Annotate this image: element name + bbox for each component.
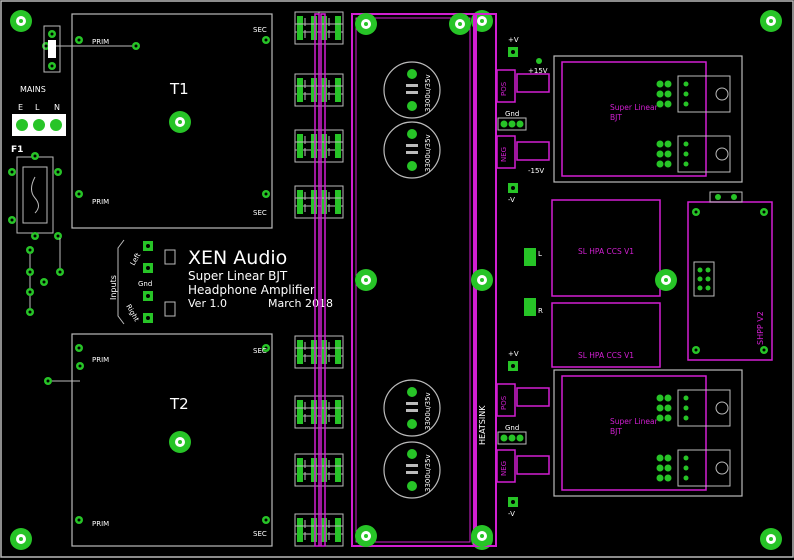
board-title-block: XEN Audio Super Linear BJT Headphone Amp… (188, 247, 333, 310)
t2-label: T2 (169, 395, 189, 413)
input-right-label: Right (124, 303, 140, 323)
t2-sec-top-label: SEC (253, 347, 267, 355)
mains-pin-n: N (54, 103, 60, 112)
capacitor-bank: 3300u/35v 3300u/35v 3300u/35v 3300u/35v (351, 13, 475, 547)
t1-label: T1 (169, 80, 189, 98)
ccs-module-1: SL HPA CCS V1 (551, 199, 661, 297)
t2-sec-bottom-label: SEC (253, 530, 267, 538)
super-linear-label: Super Linear (610, 103, 659, 112)
reg-neg-label: NEG (500, 147, 508, 162)
input-left-label: Left (129, 251, 143, 267)
board-line2: Headphone Amplifier (188, 283, 315, 297)
heatsink: HEATSINK (471, 13, 497, 547)
capacitor-value-label: 3300u/35v (424, 74, 432, 112)
mount-hole-bl (10, 528, 32, 550)
electrolytic-capacitor: 3300u/35v (383, 121, 441, 179)
ccs-module-2: SL HPA CCS V1 (551, 302, 661, 368)
input-connector: Inputs Left Gnd Right (109, 239, 176, 325)
mount-hole-tr (760, 10, 782, 32)
heatsink-label: HEATSINK (478, 405, 487, 445)
t1-sec-top-label: SEC (253, 26, 267, 34)
capacitor-value-label: 3300u/35v (424, 392, 432, 430)
electrolytic-capacitor: 3300u/35v (383, 379, 441, 437)
mount-hole-tl (10, 10, 32, 32)
shpp-module: SHPP V2 (687, 191, 773, 361)
transformer-t1: PRIM PRIM SEC SEC T1 (42, 13, 273, 229)
ccs-2-label: SL HPA CCS V1 (578, 351, 634, 360)
transformer-t2: PRIM PRIM SEC SEC T2 (44, 333, 273, 547)
mount-hole-br (760, 528, 782, 550)
t2-prim-top-label: PRIM (92, 356, 109, 364)
electrolytic-capacitor: 3300u/35v (383, 441, 441, 499)
super-linear-bjt-label: BJT (610, 113, 622, 122)
mains-pin-l: L (35, 103, 40, 112)
reg-neg-label: NEG (500, 461, 508, 476)
pad-l-label: L (538, 250, 542, 258)
mains-connector: MAINS E L N F1 (8, 25, 66, 316)
reg-vminus-label: -V (508, 196, 515, 204)
t1-prim-bottom-label: PRIM (92, 198, 109, 206)
input-gnd-label: Gnd (138, 280, 152, 288)
ccs-1-label: SL HPA CCS V1 (578, 247, 634, 256)
capacitor-value-label: 3300u/35v (424, 134, 432, 172)
board-title: XEN Audio (188, 247, 287, 269)
v15-neg-label: -15V (528, 167, 544, 175)
rail-right (320, 13, 326, 547)
t1-prim-top-label: PRIM (92, 38, 109, 46)
mains-pin-e: E (18, 103, 23, 112)
reg-pos-label: POS (500, 395, 508, 410)
t2-prim-bottom-label: PRIM (92, 520, 109, 528)
fuse-label: F1 (11, 145, 23, 155)
board-version: Ver 1.0 (188, 297, 227, 310)
mains-label: MAINS (20, 85, 46, 94)
mount-hole-center-right (655, 269, 677, 291)
reg-gnd-label: Gnd (505, 110, 519, 118)
electrolytic-capacitor: 3300u/35v (383, 61, 441, 119)
reg-pos-label: POS (500, 81, 508, 96)
pad-r-label: R (538, 307, 543, 315)
board-date: March 2018 (268, 297, 333, 310)
capacitor-value-label: 3300u/35v (424, 454, 432, 492)
reg-vplus-label: +V (508, 350, 519, 358)
reg-gnd-label: Gnd (505, 424, 519, 432)
reg-vplus-label: +V (508, 36, 519, 44)
t1-sec-bottom-label: SEC (253, 209, 267, 217)
rail-left (314, 13, 320, 547)
super-linear-bjt-label: BJT (610, 427, 622, 436)
v15-pos-label: +15V (528, 67, 548, 75)
shpp-label: SHPP V2 (756, 311, 765, 345)
reg-vminus-label: -V (508, 510, 515, 518)
inputs-label: Inputs (109, 275, 118, 300)
board-line1: Super Linear BJT (188, 269, 288, 283)
lr-pads: L R (524, 248, 543, 316)
super-linear-label: Super Linear (610, 417, 659, 426)
